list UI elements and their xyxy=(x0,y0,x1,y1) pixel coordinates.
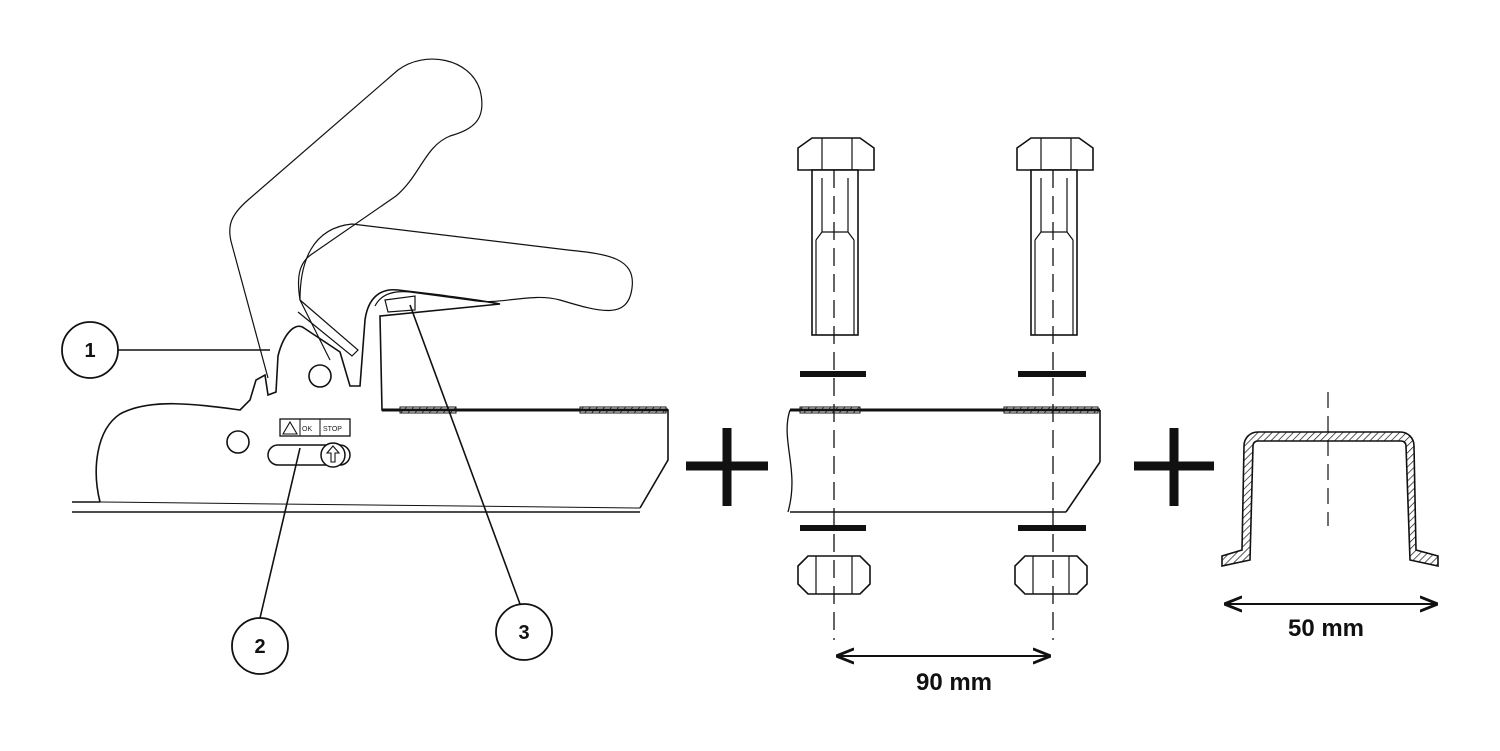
handle-open-outline xyxy=(229,58,483,379)
wear-indicator: OK STOP xyxy=(267,418,351,468)
bolt-centerlines xyxy=(833,170,1054,640)
mount-hole xyxy=(226,430,250,454)
washer-icon xyxy=(800,525,866,531)
warning-icon xyxy=(282,420,298,435)
pivot-pin xyxy=(308,364,332,388)
washer-icon xyxy=(1018,525,1086,531)
hex-bolt-icon xyxy=(1016,137,1094,336)
callout-3: 3 xyxy=(409,304,553,661)
arrow-up-icon xyxy=(325,445,341,463)
handle-closed-outline xyxy=(299,223,633,312)
hex-nut-icon xyxy=(1014,555,1088,595)
plus-sign-2 xyxy=(1134,428,1214,506)
callout-1-number: 1 xyxy=(84,340,95,362)
hex-bolt-icon xyxy=(797,137,875,336)
indicator-ok-label: OK xyxy=(302,426,312,433)
bolt-spacing-dimension: 90 mm xyxy=(838,656,1049,696)
callout-3-number: 3 xyxy=(518,622,529,644)
drawbar-section xyxy=(786,406,1101,513)
bolt-spacing-label: 90 mm xyxy=(916,669,992,696)
washer-icon xyxy=(800,371,866,377)
handle-lever xyxy=(297,299,359,357)
indicator-stop-label: STOP xyxy=(323,426,342,433)
u-profile-section: 50 mm xyxy=(1221,392,1439,642)
u-profile-outer xyxy=(1221,431,1439,567)
washer-icon xyxy=(1018,371,1086,377)
indicator-plate xyxy=(279,418,351,437)
bolt-set xyxy=(797,137,1094,595)
callout-2: 2 xyxy=(231,447,301,675)
profile-width-label: 50 mm xyxy=(1288,615,1364,642)
coupling-head xyxy=(72,58,669,513)
callout-1: 1 xyxy=(61,321,270,379)
plus-sign-1 xyxy=(686,428,768,506)
coupling-housing xyxy=(95,289,669,509)
callout-2-number: 2 xyxy=(254,636,265,658)
